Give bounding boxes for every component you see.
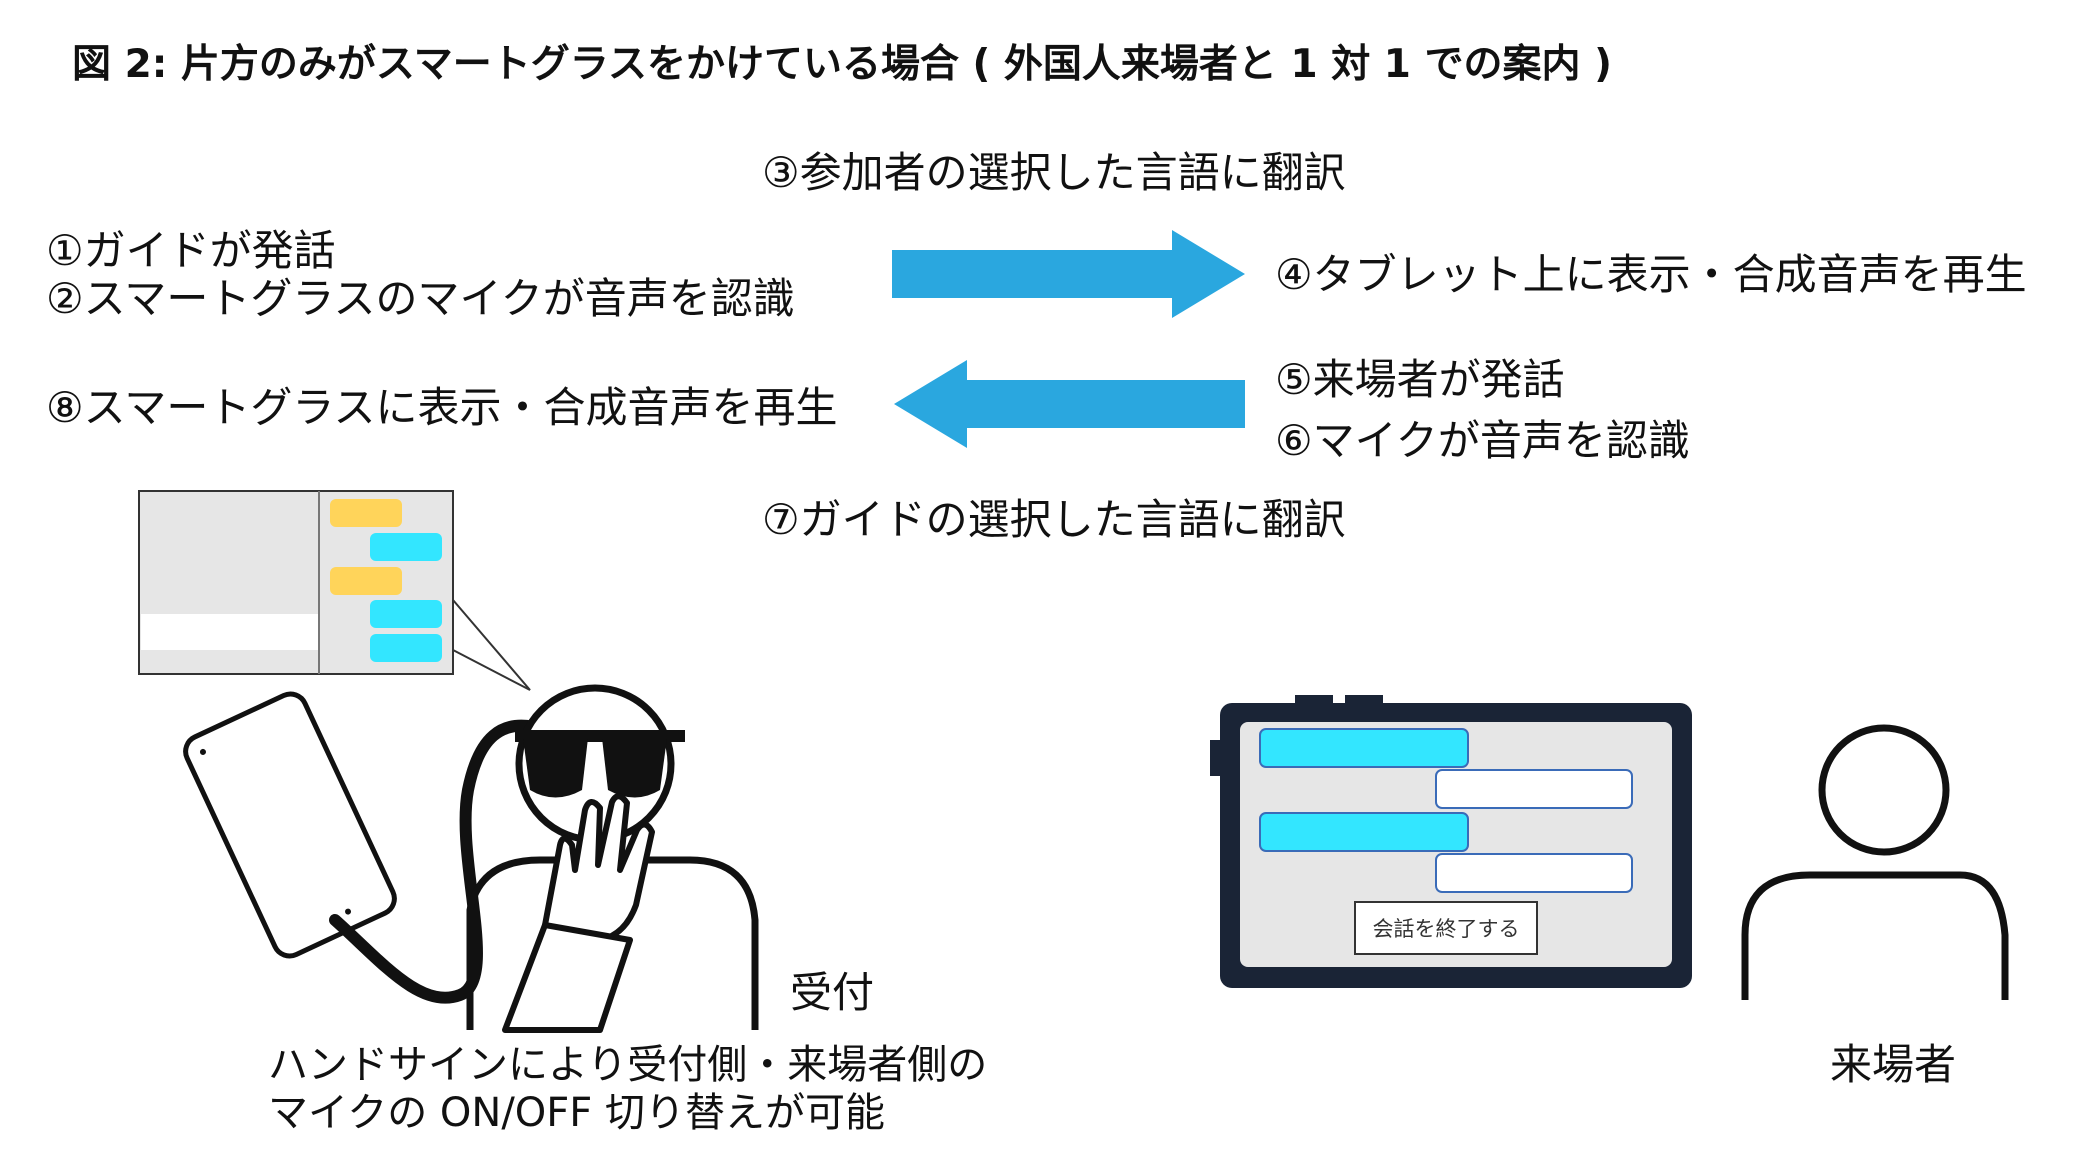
handsign-note-line2: マイクの ON/OFF 切り替えが可能 [268, 1090, 886, 1136]
smartphone-icon [183, 691, 397, 959]
guide-figure [466, 684, 759, 1033]
visitor-label: 来場者 [1830, 1040, 1957, 1089]
chat-bubble-yellow [330, 499, 402, 527]
step-4-label: ④タブレット上に表示・合成音声を再生 [1275, 250, 2027, 299]
step-7-label: ⑦ガイドの選択した言語に翻訳 [762, 495, 1346, 544]
glasses-display-popup [138, 490, 531, 691]
figure-title: 図 2: 片方のみがスマートグラスをかけている場合 ( 外国人来場者と 1 対 … [72, 42, 1612, 87]
chat-bubble-cyan [1259, 812, 1469, 852]
chat-bubble-cyan [370, 533, 442, 561]
reception-label: 受付 [790, 968, 875, 1017]
end-conversation-button[interactable]: 会話を終了する [1354, 901, 1538, 955]
chat-bubble-white [1435, 853, 1633, 893]
cable [329, 719, 551, 1004]
step-1-label: ①ガイドが発話 [46, 226, 336, 275]
chat-bubble-yellow [330, 567, 402, 595]
chat-bubble-cyan [1259, 728, 1469, 768]
sunglasses-icon [515, 730, 685, 798]
arrow-right [892, 230, 1245, 318]
step-6-label: ⑥マイクが音声を認識 [1275, 416, 1690, 465]
chat-bubble-white [1435, 769, 1633, 809]
step-5-label: ⑤来場者が発話 [1275, 355, 1565, 404]
end-conversation-button-label: 会話を終了する [1373, 917, 1520, 941]
handsign-note-line1: ハンドサインにより受付側・来場者側の [268, 1042, 988, 1088]
step-3-label: ③参加者の選択した言語に翻訳 [762, 148, 1346, 197]
hand-sign-icon [502, 793, 655, 1033]
tablet-device [1210, 695, 1692, 988]
chat-bubble-cyan [370, 634, 442, 662]
chat-bubble-cyan [370, 600, 442, 628]
visitor-figure [1741, 724, 2009, 1000]
step-8-label: ⑧スマートグラスに表示・合成音声を再生 [46, 383, 838, 432]
step-2-label: ②スマートグラスのマイクが音声を認識 [46, 274, 795, 323]
arrow-left [894, 360, 1245, 448]
